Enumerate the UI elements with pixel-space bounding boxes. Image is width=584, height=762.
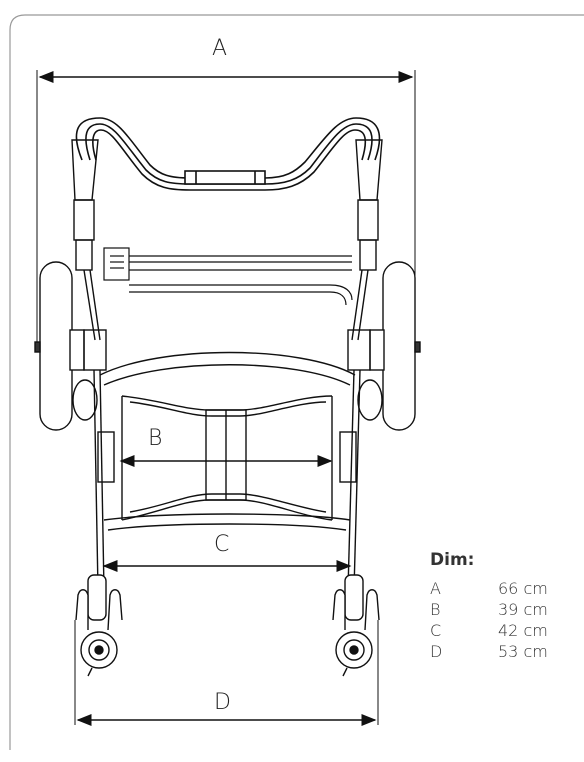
legend-key: A — [430, 579, 441, 598]
dimension-label-b: B — [148, 426, 163, 451]
crossbars — [103, 247, 353, 306]
legend-value: 39 cm — [498, 600, 548, 619]
handlebar — [75, 117, 381, 191]
legend-row: D 53 cm — [430, 641, 580, 662]
right-handle — [351, 139, 383, 341]
left-rear-wheel — [34, 261, 85, 431]
dimension-label-a: A — [212, 36, 228, 61]
legend-value: 53 cm — [498, 642, 548, 661]
dimension-legend: Dim: A 66 cm B 39 cm C 42 cm D 53 cm — [430, 550, 580, 662]
border-frame — [9, 14, 584, 750]
legend-key: B — [430, 600, 441, 619]
legend-value: 42 cm — [498, 621, 548, 640]
legend-title: Dim: — [430, 550, 475, 570]
legend-key: D — [430, 642, 443, 661]
legend-row: B 39 cm — [430, 599, 580, 620]
right-front-caster — [332, 574, 380, 677]
left-front-caster — [75, 574, 123, 677]
legend-key: C — [430, 621, 442, 640]
dimension-label-d: D — [214, 690, 231, 715]
seat — [99, 351, 356, 531]
dimension-d — [74, 620, 379, 726]
right-rear-wheel — [369, 261, 421, 431]
side-frame — [72, 329, 383, 591]
legend-row: C 42 cm — [430, 620, 580, 641]
legend-value: 66 cm — [498, 579, 548, 598]
legend-row: A 66 cm — [430, 578, 580, 599]
left-handle — [71, 139, 101, 341]
dimension-label-c: C — [214, 532, 230, 557]
